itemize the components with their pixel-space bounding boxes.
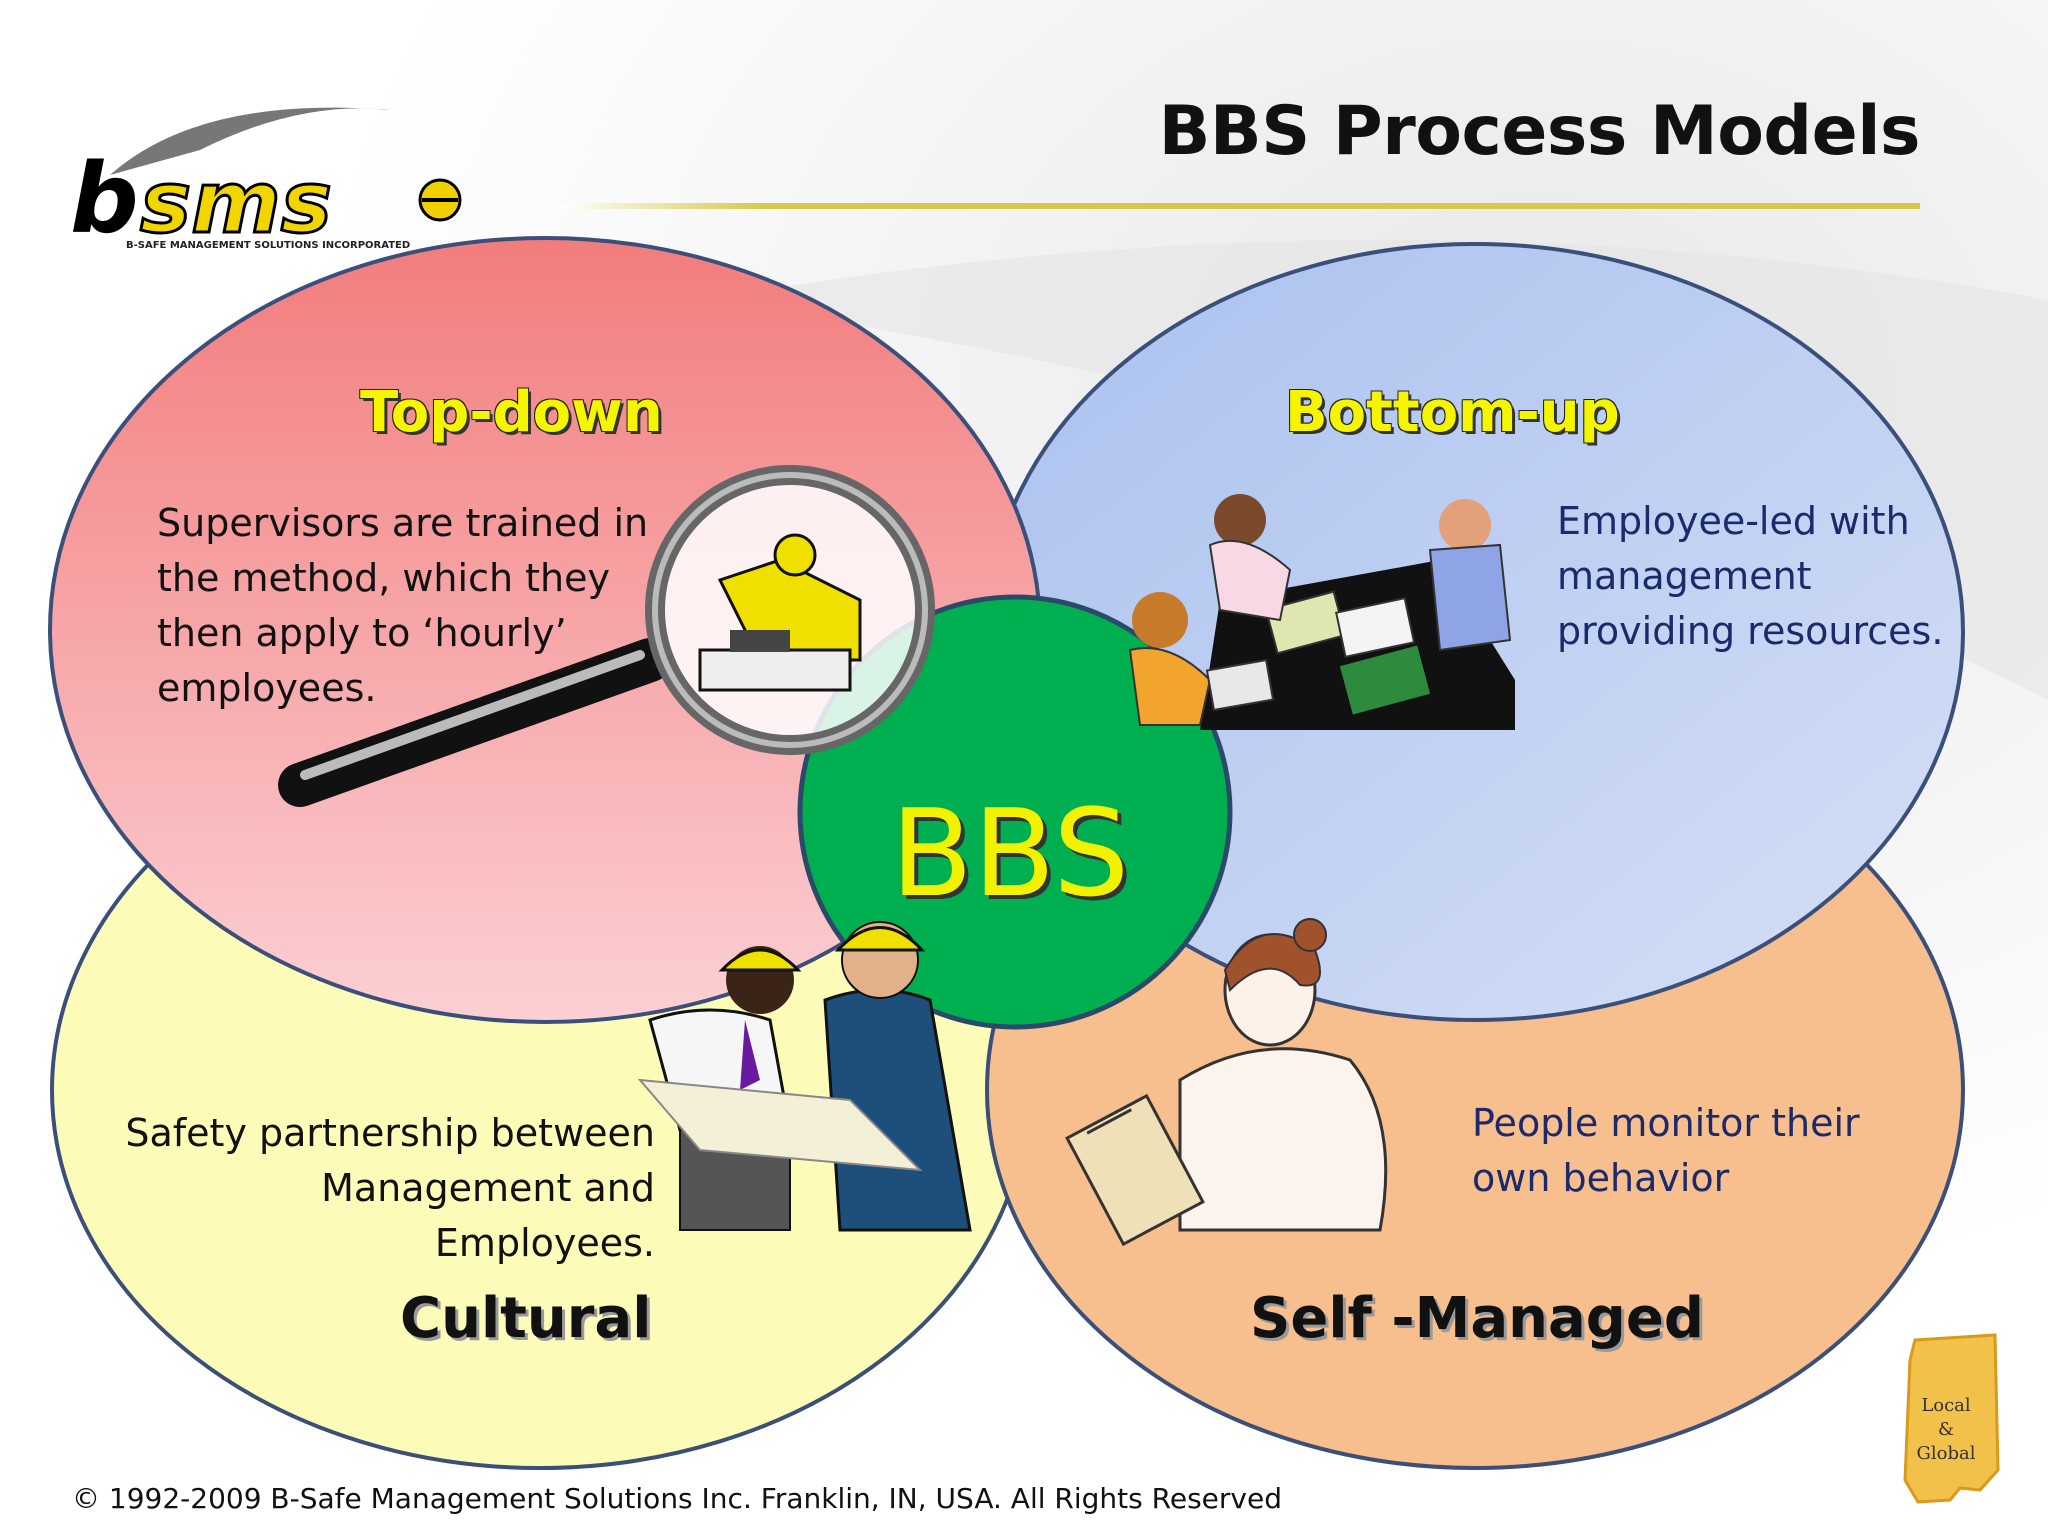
self-managed-line: own behavior (1472, 1156, 1730, 1200)
logo-b: b (70, 143, 139, 255)
bottom-up-line: management (1557, 554, 1812, 598)
copyright-footer: © 1992-2009 B-Safe Management Solutions … (72, 1482, 1282, 1515)
badge-text: Local & Global (1916, 1394, 1976, 1466)
bbs-center-circle (797, 594, 1233, 1030)
local-global-badge (1903, 1333, 2000, 1504)
bottom-up-text: Employee-led with management providing r… (1557, 494, 1943, 659)
top-down-line: the method, which they (157, 556, 610, 600)
badge-line: & (1937, 1419, 1955, 1440)
self-managed-text: People monitor their own behavior (1472, 1096, 1860, 1206)
top-down-text: Supervisors are trained in the method, w… (157, 496, 648, 716)
self-managed-line: People monitor their (1472, 1101, 1860, 1145)
top-down-heading: Top-down (360, 380, 663, 445)
bbs-center-label: BBS (890, 785, 1130, 924)
badge-line: Local (1921, 1395, 1971, 1416)
bottom-up-line: Employee-led with (1557, 499, 1910, 543)
page-title: BBS Process Models (1158, 92, 1921, 171)
hardhat-workers-icon (637, 921, 972, 1232)
cultural-line: Safety partnership between (125, 1111, 655, 1155)
title-underline (560, 203, 1920, 209)
logo-subtitle: B-SAFE MANAGEMENT SOLUTIONS INCORPORATED (126, 240, 411, 251)
logo-sms: sms (140, 153, 332, 253)
magnifying-glass-worker-icon (278, 465, 935, 807)
cultural-text: Safety partnership between Management an… (95, 1106, 655, 1271)
bottom-up-heading: Bottom-up (1285, 380, 1620, 445)
bsms-logo: b sms (70, 107, 462, 255)
top-down-line: employees. (157, 666, 377, 710)
badge-line: Global (1916, 1443, 1976, 1464)
cultural-heading: Cultural (400, 1286, 652, 1351)
woman-with-clipboard-icon (1065, 918, 1388, 1247)
team-meeting-icon (1128, 494, 1515, 730)
top-down-line: then apply to ‘hourly’ (157, 611, 567, 655)
cultural-line: Management and Employees. (321, 1166, 655, 1265)
top-down-line: Supervisors are trained in (157, 501, 649, 545)
bottom-up-line: providing resources. (1557, 609, 1944, 653)
self-managed-heading: Self -Managed (1250, 1286, 1704, 1351)
